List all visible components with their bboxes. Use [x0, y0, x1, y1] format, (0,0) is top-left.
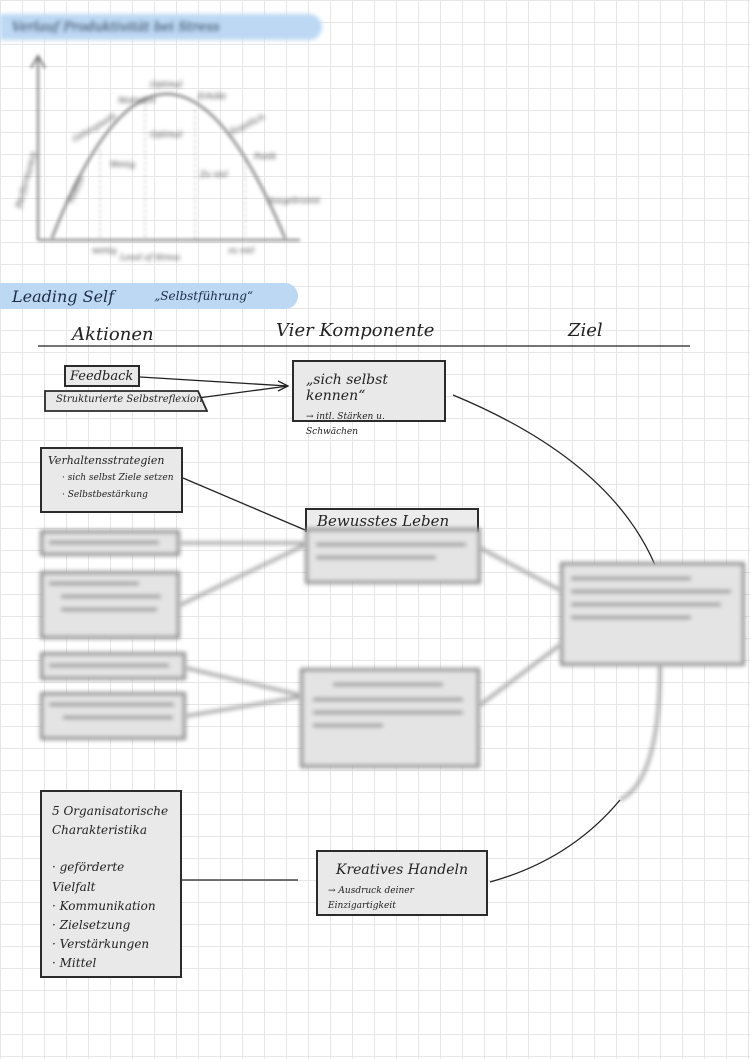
curve-xlabel: zu viel: [228, 246, 255, 255]
org-item: · Mittel: [52, 956, 97, 971]
org-title: 5 Organisatorische Charakteristika: [52, 804, 169, 838]
curve-label: Wenig: [110, 160, 136, 169]
curve-label: Panik: [254, 152, 277, 161]
section-title: Leading Self: [12, 286, 115, 306]
curve-xlabel: wenig: [92, 246, 117, 255]
top-banner: Verlauf Produktivität bei Stress: [0, 14, 322, 40]
column-actions: Aktionen: [72, 324, 154, 345]
feedback-label: Feedback: [70, 369, 134, 384]
blurred-action-box: [40, 652, 186, 680]
verhaltens-item: · sich selbst Ziele setzen: [62, 473, 174, 483]
org-item: · Zielsetzung: [52, 917, 131, 932]
bewusstes-title: Bewusstes Leben: [317, 512, 450, 530]
verhaltens-item: · Selbstbestärkung: [62, 490, 148, 500]
section-subtitle: „Selbstführung“: [154, 289, 254, 303]
blurred-action-box: [40, 692, 186, 740]
component-kreatives: Kreatives Handeln → Ausdruck deiner Einz…: [316, 850, 488, 916]
curve-xlabel: Level of Stress: [120, 253, 181, 262]
kennen-title: „sich selbst kennen“: [306, 372, 388, 404]
org-box: 5 Organisatorische Charakteristika · gef…: [40, 790, 182, 978]
org-item: · Verstärkungen: [52, 937, 150, 952]
blurred-action-box: [40, 530, 180, 556]
stress-curve-chart: [30, 54, 300, 241]
curve-label: Motiviert: [118, 96, 156, 105]
curve-label: Ängstlich: [227, 112, 267, 137]
curve-chart-labels: Performance Inaktiv Gelangweilt Motivier…: [0, 0, 330, 270]
component-stress: [300, 668, 480, 768]
blurred-action-box: [40, 571, 180, 639]
reflexion-shape: [44, 390, 208, 412]
curve-label: Erhöht: [198, 92, 226, 101]
verhaltens-title: Verhaltensstrategien: [48, 454, 165, 467]
reflexion-box: Strukturierte Selbstreflexion: [44, 390, 208, 412]
goal-box: [560, 562, 745, 666]
org-item: · geförderte Vielfalt: [52, 860, 125, 894]
curve-label: Ausgebrannt: [268, 196, 321, 205]
top-banner-text: Verlauf Produktivität bei Stress: [12, 19, 220, 35]
component-kennen: „sich selbst kennen“ → intl. Stärken u. …: [292, 360, 446, 437]
verhaltens-box: Verhaltensstrategien · sich selbst Ziele…: [40, 447, 183, 513]
org-item: · Kommunikation: [52, 898, 156, 913]
curve-ylabel: Performance: [14, 150, 40, 210]
reflexion-label: Strukturierte Selbstreflexion: [56, 394, 203, 405]
column-components: Vier Komponente: [276, 320, 435, 341]
kennen-sub: → intl. Stärken u. Schwächen: [306, 412, 385, 438]
column-goal: Ziel: [568, 320, 603, 341]
feedback-box: Feedback: [64, 365, 140, 387]
curve-label: Gelangweilt: [71, 111, 118, 144]
section-banner: Leading Self „Selbstführung“: [0, 283, 298, 309]
kreatives-sub: → Ausdruck deiner Einzigartigkeit: [328, 886, 414, 912]
curve-label: Zu viel: [200, 170, 228, 179]
curve-label: Inaktiv: [66, 174, 87, 205]
curve-label: Optimal: [150, 130, 183, 139]
bewusstes-body: [305, 528, 481, 584]
kreatives-title: Kreatives Handeln: [335, 862, 469, 878]
curve-label: Optimal: [150, 80, 183, 89]
